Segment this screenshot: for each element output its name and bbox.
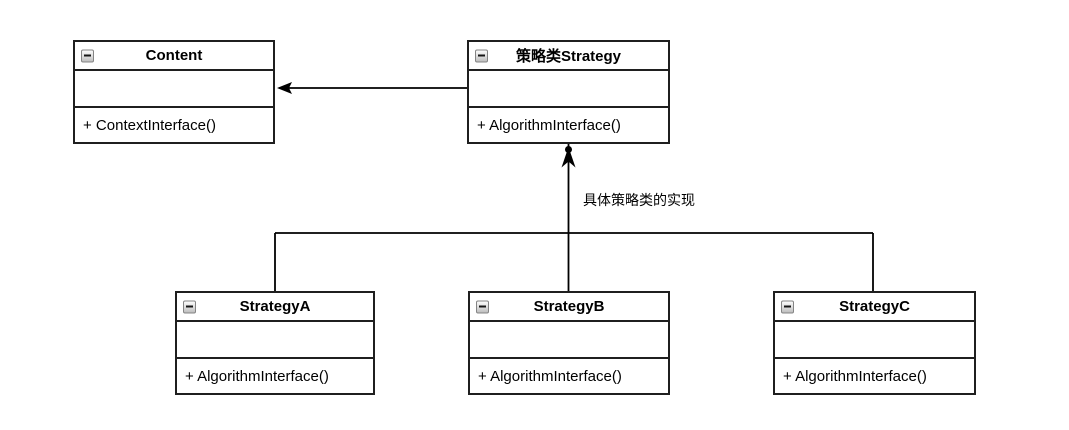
attributes-compartment [177,322,373,359]
method-label: + AlgorithmInterface() [478,367,622,385]
methods-compartment: + AlgorithmInterface() [775,359,974,393]
methods-compartment: + ContextInterface() [75,108,273,142]
class-box-content[interactable]: Content + ContextInterface() [73,40,275,144]
collapse-minus-icon[interactable] [781,300,794,313]
collapse-minus-icon[interactable] [476,300,489,313]
collapse-minus-icon[interactable] [183,300,196,313]
method-label: + AlgorithmInterface() [783,367,927,385]
collapse-minus-icon[interactable] [475,49,488,62]
generalization-arrowhead-icon [561,147,576,168]
class-title: 策略类Strategy [515,48,622,65]
methods-compartment: + AlgorithmInterface() [469,108,668,142]
class-title: StrategyB [533,298,605,315]
class-title: StrategyA [239,298,311,315]
association-arrowhead-icon [277,82,292,94]
minus-glyph [478,54,485,57]
class-header: 策略类Strategy [469,42,668,71]
class-box-strategy-b[interactable]: StrategyB + AlgorithmInterface() [468,291,670,395]
method-label: + AlgorithmInterface() [185,367,329,385]
attributes-compartment [469,71,668,108]
class-title: StrategyC [839,298,910,315]
methods-compartment: + AlgorithmInterface() [470,359,668,393]
attributes-compartment [470,322,668,359]
class-box-strategy-a[interactable]: StrategyA + AlgorithmInterface() [175,291,375,395]
collapse-minus-icon[interactable] [81,49,94,62]
generalization-note-label: 具体策略类的实现 [583,192,695,208]
attributes-compartment [75,71,273,108]
class-header: Content [75,42,273,71]
minus-glyph [186,305,193,308]
class-box-strategy-c[interactable]: StrategyC + AlgorithmInterface() [773,291,976,395]
class-title: Content [145,47,203,64]
class-header: StrategyB [470,293,668,322]
minus-glyph [479,305,486,308]
attributes-compartment [775,322,974,359]
class-box-strategy[interactable]: 策略类Strategy + AlgorithmInterface() [467,40,670,144]
minus-glyph [84,54,91,57]
methods-compartment: + AlgorithmInterface() [177,359,373,393]
class-header: StrategyA [177,293,373,322]
method-label: + ContextInterface() [83,116,216,134]
method-label: + AlgorithmInterface() [477,116,621,134]
class-header: StrategyC [775,293,974,322]
minus-glyph [784,305,791,308]
